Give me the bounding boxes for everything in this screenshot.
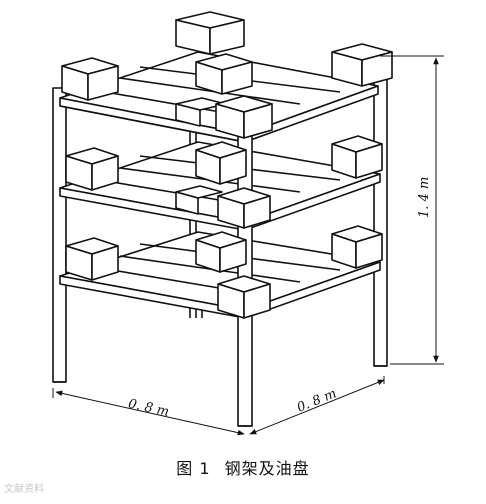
rack-frame xyxy=(52,11,393,427)
tray xyxy=(331,225,383,269)
tray xyxy=(217,275,271,319)
trays-top xyxy=(61,11,393,139)
label-width-right: 0. 8 m xyxy=(295,386,339,415)
tray xyxy=(331,135,383,179)
figure-caption: 图 1 钢架及油盘 xyxy=(0,455,486,479)
tray xyxy=(175,97,227,127)
trays-middle xyxy=(65,135,383,229)
dimension-width-left xyxy=(55,390,245,436)
post-right xyxy=(373,75,388,367)
tray xyxy=(65,147,119,191)
label-width-left: 0. 8 m xyxy=(127,397,170,420)
tray xyxy=(331,43,393,87)
tray xyxy=(175,185,223,215)
caption-text: 钢架及油盘 xyxy=(224,459,310,478)
tray xyxy=(195,53,253,95)
label-height: 1. 4 m xyxy=(417,177,432,218)
tray xyxy=(217,187,271,229)
post-left xyxy=(52,87,67,383)
tray xyxy=(215,95,273,139)
tray xyxy=(195,231,247,273)
dimension-width-right xyxy=(249,379,385,435)
tray xyxy=(61,57,119,101)
trays-bottom xyxy=(65,225,383,319)
watermark-logo: 文献资料 xyxy=(4,484,44,495)
tray xyxy=(195,141,247,185)
tray xyxy=(175,11,245,55)
tray xyxy=(65,237,119,281)
dimension-lines xyxy=(52,55,444,436)
caption-number: 图 1 xyxy=(176,459,211,478)
